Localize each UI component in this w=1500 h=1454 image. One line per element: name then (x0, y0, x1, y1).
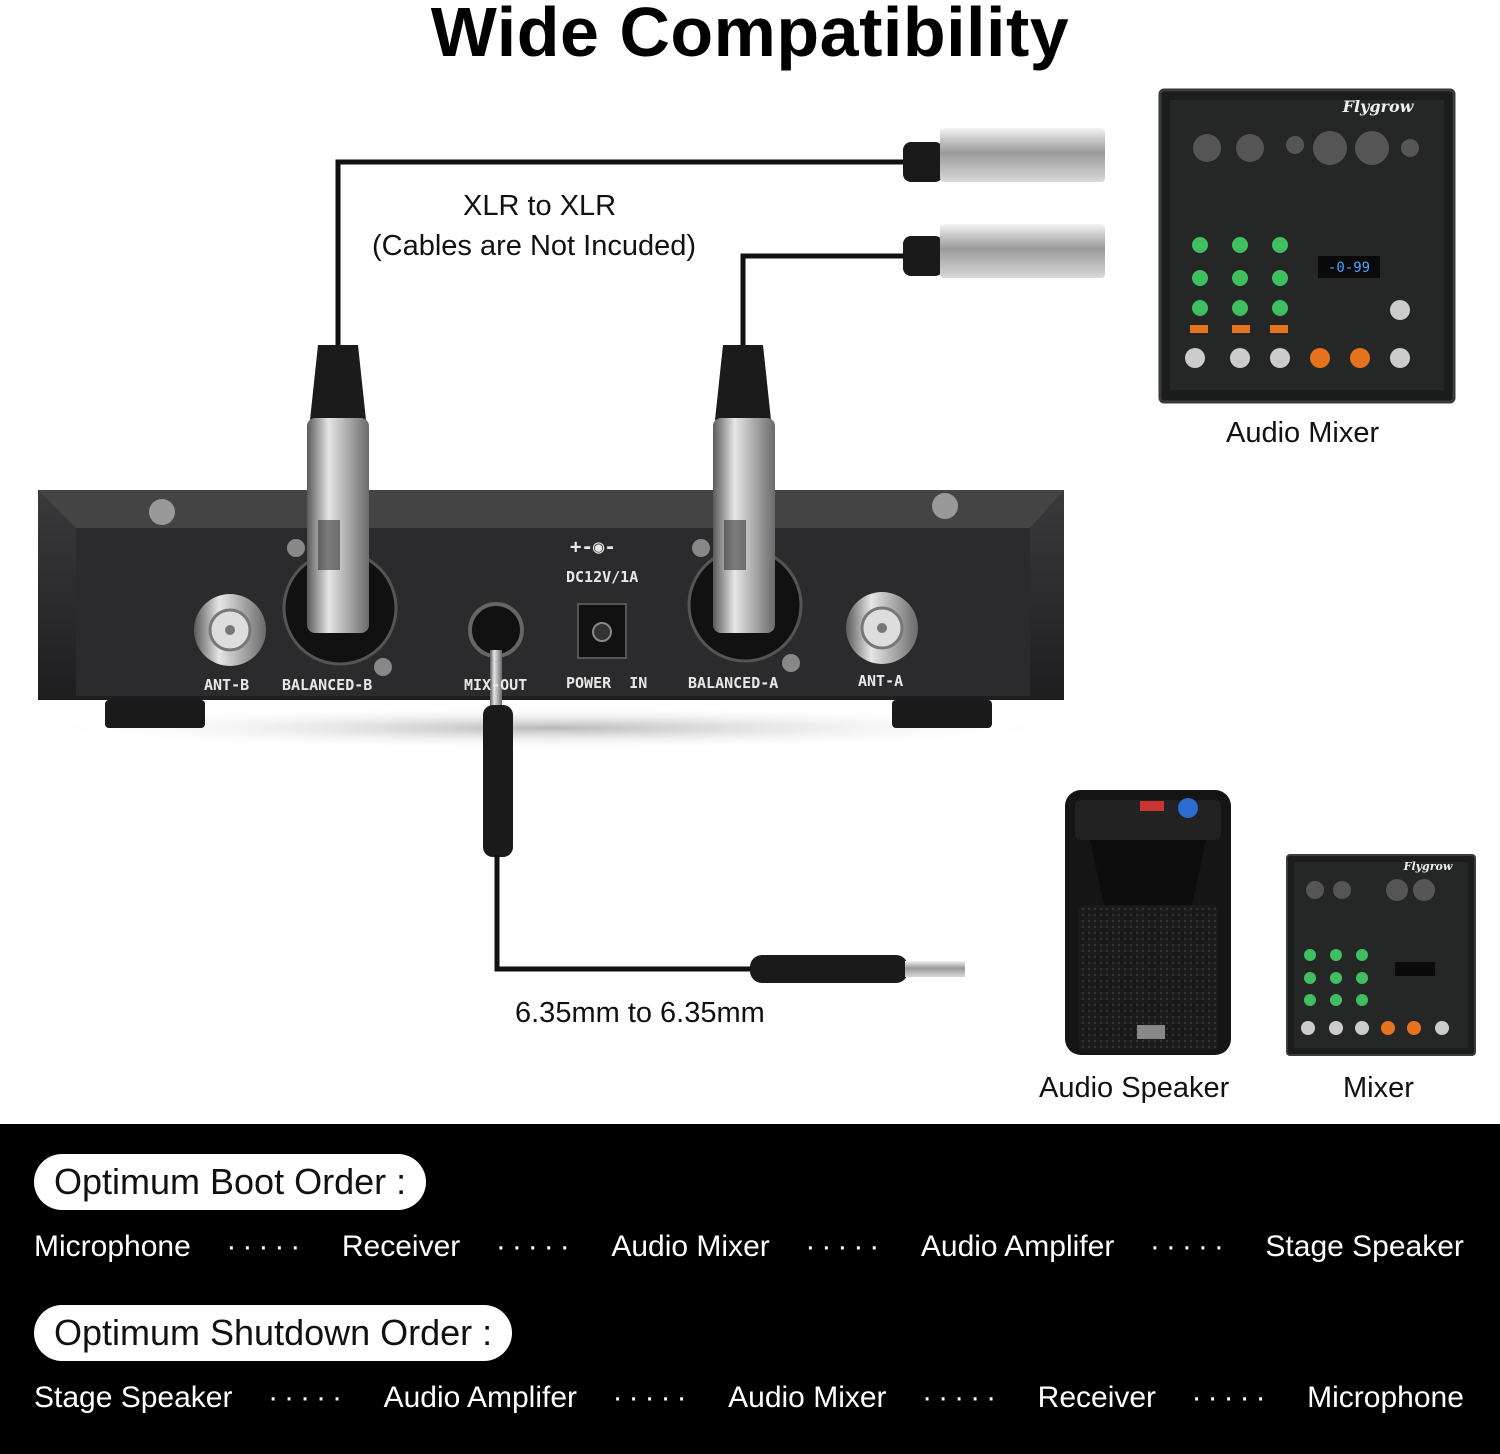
xlr-plug-b (307, 345, 369, 633)
power-in-label: POWER IN (566, 674, 648, 692)
svg-text:-0-99: -0-99 (1328, 260, 1370, 276)
shutdown-step-5: Microphone (1307, 1381, 1464, 1414)
xlr-label: XLR to XLR (463, 190, 617, 222)
xlr-cable-a (740, 224, 1105, 350)
receiver-rear-panel (38, 490, 1064, 728)
mix-out-label: MIX-OUT (464, 676, 528, 694)
shutdown-separator-1: ····· (268, 1381, 349, 1414)
ant-a-label: ANT-A (858, 672, 904, 690)
order-panel: Optimum Boot Order : Microphone ····· Re… (0, 1124, 1500, 1454)
boot-step-3: Audio Mixer (611, 1230, 770, 1263)
mixer-brand: Flygrow (1342, 97, 1415, 116)
shutdown-separator-3: ····· (922, 1381, 1003, 1414)
small-mixer-image: Flygrow (1286, 854, 1476, 1056)
shutdown-order-heading: Optimum Shutdown Order : (34, 1305, 513, 1361)
polarity-symbol: +-◉- (570, 536, 616, 558)
mixer-label: Mixer (1343, 1072, 1414, 1104)
xlr-note-label: (Cables are Not Incuded) (372, 230, 696, 262)
boot-step-4: Audio Amplifer (920, 1230, 1115, 1263)
boot-separator-1: ····· (226, 1230, 307, 1263)
balanced-b-label: BALANCED-B (282, 676, 373, 694)
audio-mixer-image: -0-99 Flygrow (1158, 88, 1456, 404)
boot-separator-4: ····· (1149, 1230, 1230, 1263)
dc-rating-label: DC12V/1A (566, 568, 639, 586)
shutdown-step-1: Stage Speaker (34, 1381, 233, 1414)
page-title: Wide Compatibility (430, 0, 1070, 71)
boot-order-row: Microphone ····· Receiver ····· Audio Mi… (34, 1230, 1464, 1264)
jack-label: 6.35mm to 6.35mm (515, 997, 765, 1029)
shutdown-step-3: Audio Mixer (728, 1381, 887, 1414)
shutdown-step-4: Receiver (1037, 1381, 1157, 1414)
connection-diagram: -0-99 Flygrow Flygrow (30, 88, 1476, 1056)
audio-mixer-label: Audio Mixer (1226, 417, 1380, 449)
boot-step-1: Microphone (34, 1230, 191, 1263)
jack-cable (483, 650, 965, 983)
audio-speaker-image (1065, 790, 1231, 1055)
shutdown-order-row: Stage Speaker ····· Audio Amplifer ·····… (34, 1381, 1464, 1415)
boot-step-5: Stage Speaker (1265, 1230, 1464, 1263)
xlr-cable-b (335, 128, 1105, 350)
shutdown-separator-4: ····· (1191, 1381, 1272, 1414)
audio-speaker-label: Audio Speaker (1039, 1072, 1230, 1104)
xlr-plug-a (713, 345, 775, 633)
balanced-a-label: BALANCED-A (688, 674, 779, 692)
ant-b-label: ANT-B (204, 676, 250, 694)
boot-separator-3: ····· (805, 1230, 886, 1263)
boot-order-heading: Optimum Boot Order : (34, 1154, 427, 1210)
shutdown-step-2: Audio Amplifer (383, 1381, 578, 1414)
boot-step-2: Receiver (341, 1230, 461, 1263)
small-mixer-brand: Flygrow (1403, 860, 1453, 873)
boot-separator-2: ····· (495, 1230, 576, 1263)
shutdown-separator-2: ····· (612, 1381, 693, 1414)
